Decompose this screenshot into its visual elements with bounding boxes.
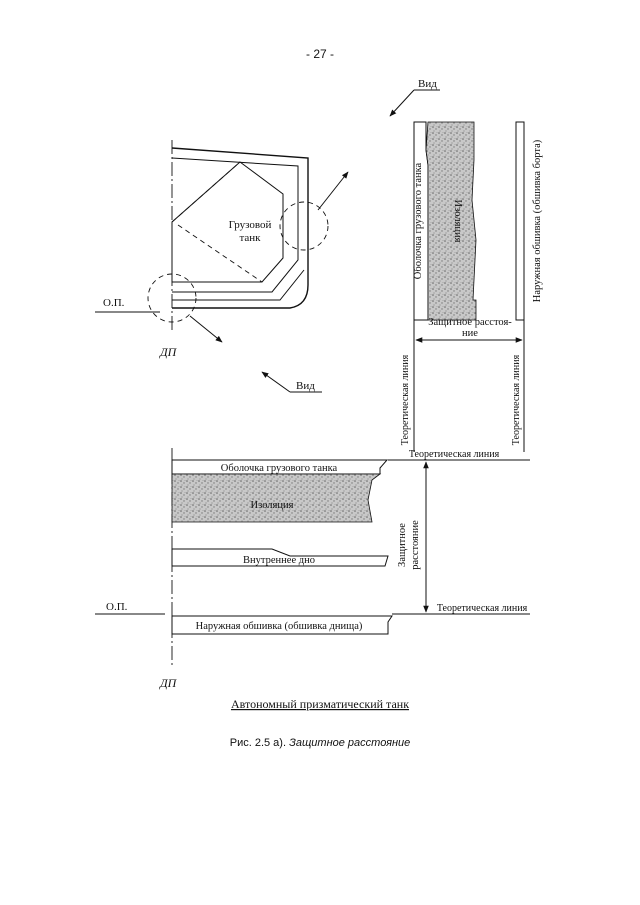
bottom-detail-view: О.П. ДП Теоретическая линия Теоретическа…	[95, 448, 530, 690]
side-detail-view: Оболочка грузового танка Изоляция Наружн…	[400, 121, 543, 452]
page-number: - 27 -	[306, 47, 334, 61]
insulation-fill	[425, 121, 477, 321]
theoretical-line-top-label: Теоретическая линия	[409, 449, 500, 460]
side-outer-shell-plate	[515, 121, 525, 321]
hull-section-view: О.П. ДП Грузовой танк	[95, 140, 349, 359]
bottom-insulation-fill	[171, 473, 382, 523]
detail-circle-bottom	[147, 273, 197, 323]
inner-bottom-plate	[171, 548, 389, 567]
view-indicator-bottom: Вид	[261, 371, 322, 393]
inner-hull-outline	[171, 157, 299, 293]
inner-bottom-label: Внутреннее дно	[243, 555, 315, 566]
side-protective-distance-label: Защитное расстоя-	[428, 317, 512, 328]
caption-prefix: Рис. 2.5 а).	[230, 737, 289, 749]
bottom-dp-label: ДП	[159, 676, 178, 690]
bottom-insulation-label: Изоляция	[251, 500, 294, 511]
figure-caption: Рис. 2.5 а). Защитное расстояние	[230, 737, 411, 749]
outer-hull-outline	[171, 147, 309, 309]
bottom-protective-distance-label: расстояние	[410, 520, 421, 570]
bottom-tank-shell-plate	[171, 459, 389, 475]
bottom-protective-distance-label: Защитное	[397, 523, 408, 567]
theoretical-line-bottom-label: Теоретическая линия	[437, 603, 528, 614]
side-tank-shell-label: Оболочка грузового танка	[413, 162, 424, 279]
view-indicator-top: Вид	[389, 78, 440, 117]
view-label: Вид	[418, 78, 437, 90]
caption-text: Защитное расстояние	[289, 737, 410, 749]
cargo-tank-label: танк	[239, 232, 261, 244]
view-arrow-side	[317, 171, 349, 211]
side-outer-shell-label: Наружная обшивка (обшивка борта)	[532, 139, 543, 302]
cargo-tank-dashed-edge	[177, 224, 263, 283]
detail-circle-side	[279, 201, 329, 251]
view-label: Вид	[296, 380, 315, 392]
bottom-tank-shell-label: Оболочка грузового танка	[221, 463, 338, 474]
bottom-op-label: О.П.	[106, 601, 128, 613]
side-insulation-label: Изоляция	[452, 200, 463, 243]
diagram-title: Автономный призматический танк	[231, 697, 409, 711]
bottom-outer-shell-label: Наружная обшивка (обшивка днища)	[196, 621, 363, 632]
op-label: О.П.	[103, 297, 125, 309]
dp-label: ДП	[159, 345, 178, 359]
theoretical-line-right-label: Теоретическая линия	[511, 354, 522, 445]
cargo-tank-label: Грузовой	[229, 219, 272, 231]
bottom-outer-shell-plate	[171, 615, 393, 635]
theoretical-line-left-label: Теоретическая линия	[400, 354, 411, 445]
inner-bottom-line	[172, 269, 305, 301]
side-protective-distance-label: ние	[462, 328, 478, 339]
cargo-tank-dashed-edge	[171, 161, 241, 223]
view-arrow-bottom	[189, 315, 223, 343]
